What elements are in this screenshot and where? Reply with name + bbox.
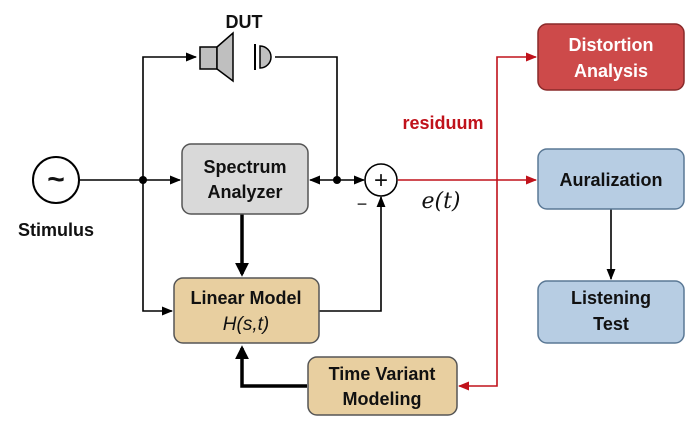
wire-split-to-time-variant bbox=[457, 180, 498, 391]
wire-split-to-distortion bbox=[496, 52, 538, 180]
linear-model-block: Linear Model H(s,t) bbox=[173, 277, 320, 344]
spectrum-analyzer-line1: Spectrum bbox=[203, 157, 286, 177]
sum-symbol: + bbox=[374, 167, 388, 194]
wire-mic-to-node bbox=[275, 56, 338, 180]
error-signal-label: e(t) bbox=[421, 189, 460, 214]
spectrum-analyzer-block: Spectrum Analyzer bbox=[181, 143, 309, 215]
stimulus-label: Stimulus bbox=[18, 220, 94, 240]
residuum-label: residuum bbox=[402, 113, 483, 133]
junction-left bbox=[139, 176, 147, 184]
microphone-icon bbox=[254, 44, 272, 70]
listening-line1: Listening bbox=[571, 288, 651, 308]
summing-junction: + bbox=[364, 163, 398, 197]
junction-right bbox=[333, 176, 341, 184]
wire-time-variant-to-linear-model bbox=[235, 345, 307, 388]
source-symbol: ~ bbox=[47, 163, 65, 196]
time-variant-line1: Time Variant bbox=[329, 364, 436, 384]
linear-model-line1: Linear Model bbox=[190, 288, 301, 308]
dut-label: DUT bbox=[226, 12, 263, 32]
distortion-line1: Distortion bbox=[569, 35, 654, 55]
minus-sign: − bbox=[357, 194, 368, 214]
auralization-label: Auralization bbox=[559, 170, 662, 190]
sine-source-icon: ~ bbox=[32, 156, 80, 204]
wire-node-to-speaker bbox=[142, 52, 198, 180]
time-variant-modeling-block: Time Variant Modeling bbox=[307, 356, 458, 416]
auralization-block: Auralization bbox=[537, 148, 685, 210]
speaker-icon bbox=[199, 31, 234, 83]
listening-test-block: Listening Test bbox=[537, 280, 685, 344]
wire-node-to-linear-model bbox=[142, 180, 174, 316]
listening-line2: Test bbox=[593, 314, 629, 334]
linear-model-line2: H(s,t) bbox=[223, 314, 269, 335]
spectrum-analyzer-line2: Analyzer bbox=[207, 182, 282, 202]
wire-linear-model-to-sum bbox=[319, 195, 386, 312]
distortion-line2: Analysis bbox=[574, 61, 648, 81]
distortion-analysis-block: Distortion Analysis bbox=[537, 23, 685, 91]
time-variant-line2: Modeling bbox=[343, 389, 422, 409]
